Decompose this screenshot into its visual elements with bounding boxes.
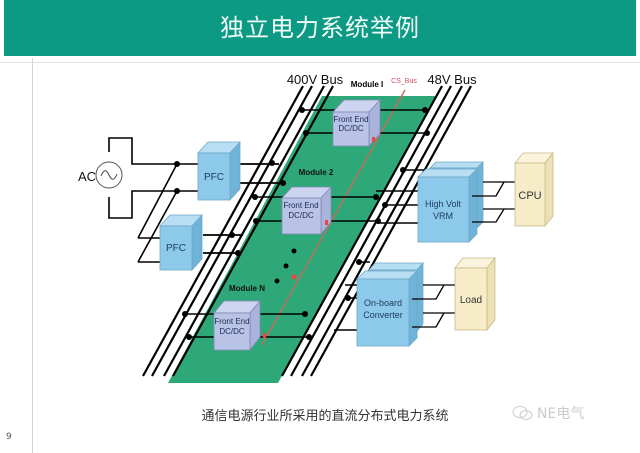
converter-input-wires [334,169,432,331]
pfc-unit-2[interactable]: PFC [159,213,203,272]
pfc-2-label: PFC [166,243,186,254]
module-2-line2: DC/DC [288,211,314,220]
converter-line1: On-board [364,298,402,308]
module-1-line1: Front End [333,115,368,124]
slide-caption: 通信电源行业所采用的直流分布式电力系统 [201,409,449,424]
pfc-1-label: PFC [204,172,224,183]
high-volt-vrm[interactable]: High Volt VRM [417,161,484,243]
module-1-front-end[interactable]: Front End DC/DC [332,98,381,148]
module-n-name: Module N [229,284,265,293]
ac-junction-dot [174,161,180,167]
hv-bus-label: 400V Bus [287,72,344,87]
sine-wave-path [100,170,118,180]
load-label: Load [460,295,482,306]
module-n-line2: DC/DC [219,327,245,336]
module-junction-dots [182,107,430,340]
converter-load-wires [412,284,455,328]
slide-title: 独立电力系统举例 [220,14,420,42]
module-2-name: Module 2 [299,168,334,177]
cpu-label: CPU [518,190,541,202]
vrm-line2: VRM [433,211,453,221]
vrm-line1: High Volt [425,199,462,209]
wechat-icon [512,406,533,420]
pfc-junction-dots [229,160,286,256]
converter-line2: Converter [363,310,403,320]
cpu-load[interactable]: CPU [514,151,554,228]
header-divider [0,62,640,63]
ellipsis-dots [274,248,297,284]
generic-load[interactable]: Load [454,256,496,332]
margin-divider [32,58,33,453]
cs-bus-label: CS_Bus [391,78,417,85]
ac-label: AC [78,169,96,184]
cs-bus-markers [263,137,375,338]
ac-wiring [108,137,218,263]
module-n-front-end[interactable]: Front End DC/DC [213,299,261,352]
pfc-unit-1[interactable]: PFC [197,140,241,202]
module-1-name: Module I [351,80,383,89]
page-number: 9 [6,432,12,442]
lv-bus-label: 48V Bus [427,72,477,87]
module-n-line1: Front End [214,317,249,326]
converter-junction-dots [345,167,406,301]
module-2-line1: Front End [283,201,318,210]
vrm-cpu-wires [472,181,515,223]
ac-junction-dot [174,188,180,194]
module-2-front-end[interactable]: Front End DC/DC [281,185,332,236]
on-board-converter[interactable]: On-board Converter [356,261,424,347]
module-1-line2: DC/DC [338,124,364,133]
watermark-text: NE电气 [537,406,585,422]
slide-header: 独立电力系统举例 [4,0,636,56]
watermark: NE电气 [512,403,584,423]
